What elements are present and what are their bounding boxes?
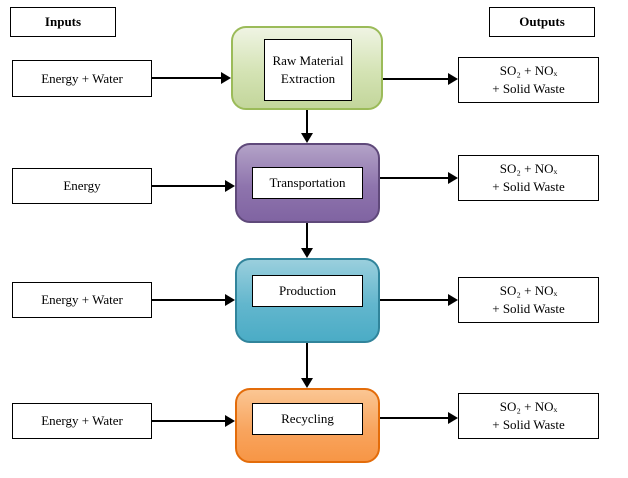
input-label: Energy: [63, 178, 101, 194]
output-line1: SO₂ + NOₓ: [499, 399, 558, 415]
arrow-input-to-transportation: [152, 180, 235, 192]
stage-label: Raw Material Extraction: [272, 53, 344, 86]
inputs-header-label: Inputs: [44, 14, 82, 30]
stage-transportation: Transportation: [235, 143, 380, 223]
arrow-production-to-recycling: [301, 343, 313, 388]
stage-label-box: Recycling: [252, 403, 363, 435]
stage-label-box: Transportation: [252, 167, 363, 199]
stage-recycling: Recycling: [235, 388, 380, 463]
input-label: Energy + Water: [41, 70, 123, 86]
input-box-raw-material-extraction: Energy + Water: [12, 60, 152, 97]
inputs-header: Inputs: [10, 7, 116, 37]
stage-label-box: Raw Material Extraction: [264, 39, 352, 101]
output-box-transportation: SO₂ + NOₓ + Solid Waste: [458, 155, 599, 201]
outputs-header: Outputs: [489, 7, 595, 37]
output-line1: SO₂ + NOₓ: [499, 161, 558, 177]
input-box-production: Energy + Water: [12, 282, 152, 318]
arrow-production-to-output: [380, 294, 458, 306]
arrow-input-to-raw-material-extraction: [152, 72, 231, 84]
stage-label: Recycling: [281, 411, 334, 427]
arrow-input-to-recycling: [152, 415, 235, 427]
output-line1: SO₂ + NOₓ: [499, 283, 558, 299]
stage-label: Production: [278, 283, 337, 299]
output-box-raw-material-extraction: SO₂ + NOₓ + Solid Waste: [458, 57, 599, 103]
arrow-recycling-to-output: [380, 412, 458, 424]
outputs-header-label: Outputs: [519, 14, 565, 30]
input-box-transportation: Energy: [12, 168, 152, 204]
output-line2: + Solid Waste: [492, 301, 565, 316]
arrow-input-to-production: [152, 294, 235, 306]
stage-production: Production: [235, 258, 380, 343]
input-label: Energy + Water: [41, 292, 123, 308]
output-line2: + Solid Waste: [492, 417, 565, 432]
arrow-extraction-to-transportation: [301, 110, 313, 143]
stage-raw-material-extraction: Raw Material Extraction: [231, 26, 383, 110]
output-box-recycling: SO₂ + NOₓ + Solid Waste: [458, 393, 599, 439]
output-box-production: SO₂ + NOₓ + Solid Waste: [458, 277, 599, 323]
arrow-transportation-to-production: [301, 223, 313, 258]
stage-label: Transportation: [269, 175, 346, 191]
input-box-recycling: Energy + Water: [12, 403, 152, 439]
output-line2: + Solid Waste: [492, 179, 565, 194]
input-label: Energy + Water: [41, 413, 123, 429]
output-line1: SO₂ + NOₓ: [499, 63, 558, 79]
output-line2: + Solid Waste: [492, 81, 565, 96]
arrow-transportation-to-output: [380, 172, 458, 184]
stage-label-box: Production: [252, 275, 363, 307]
arrow-raw-material-extraction-to-output: [383, 73, 458, 85]
